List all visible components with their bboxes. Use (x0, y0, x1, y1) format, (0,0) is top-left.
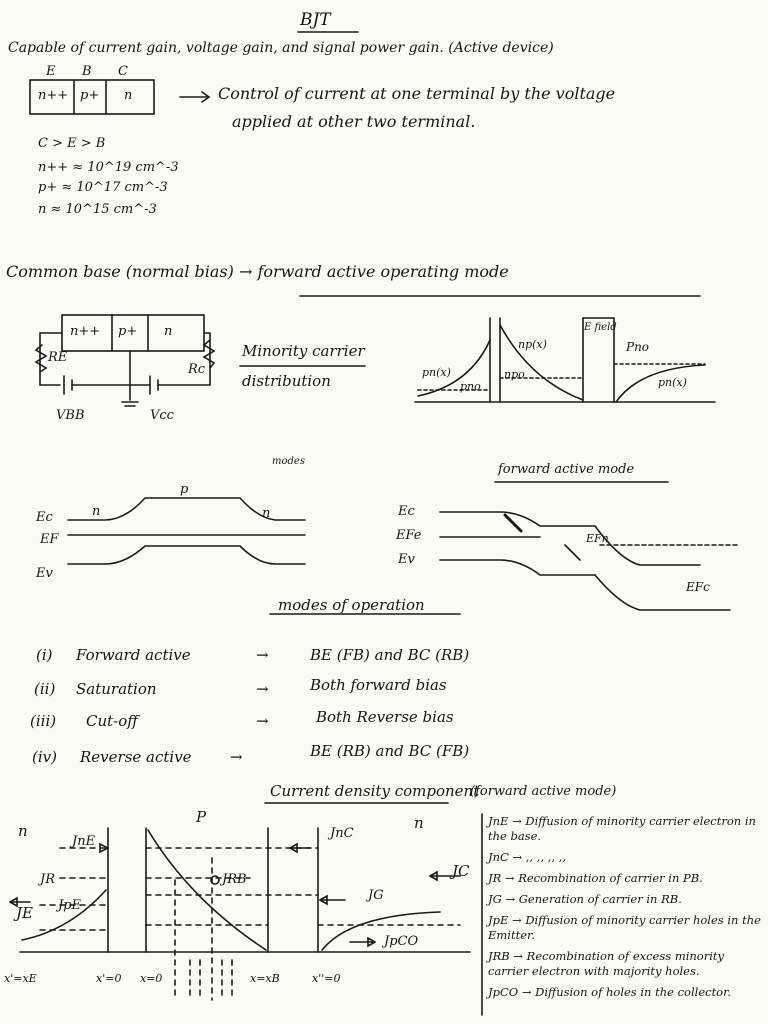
label-je: JE (16, 904, 33, 922)
legend-jnc: JnC → ,, ,, ,, ,, (488, 850, 566, 864)
circuit-region-collector: n (164, 324, 173, 339)
terminal-letter-e: E (46, 64, 56, 79)
band-left-ec: Ec (36, 510, 53, 525)
mode-1-desc: BE (FB) and BC (RB) (310, 646, 470, 664)
legend-jpe: JpE → Diffusion of minority carrier hole… (488, 913, 761, 942)
mode-4-desc: BE (RB) and BC (FB) (310, 742, 470, 760)
label-jrb: JRB (222, 872, 247, 887)
mode-1-name: Forward active (76, 646, 191, 664)
intro-line-1: Capable of current gain, voltage gain, a… (8, 40, 554, 56)
region-emitter: n++ (38, 88, 69, 103)
legend-list: JnE → Diffusion of minority carrier elec… (488, 814, 766, 1000)
dist-label-pnx-right: pn(x) (658, 376, 687, 389)
mode-4-num: (iv) (32, 748, 57, 766)
axis-x2-0: x''=0 (312, 972, 341, 985)
doping-base: p+ ≈ 10^17 cm^-3 (38, 180, 168, 195)
current-region-n-left: n (18, 822, 28, 840)
legend-jne: JnE → Diffusion of minority carrier elec… (488, 814, 756, 843)
doping-collector: n ≈ 10^15 cm^-3 (38, 202, 157, 217)
page-title: BJT (300, 10, 331, 30)
mode-4-arrow: → (230, 748, 243, 766)
doping-order: C > E > B (38, 136, 106, 151)
dist-label-efield: E field (584, 322, 617, 333)
mode-3-desc: Both Reverse bias (316, 708, 454, 726)
mode-4-name: Reverse active (80, 748, 192, 766)
band-modes-label: modes (272, 456, 305, 467)
label-jpe: JpE (58, 898, 82, 913)
current-region-p: P (196, 808, 207, 826)
band-left-n1: n (92, 504, 101, 519)
circuit-region-base: p+ (118, 324, 138, 339)
dist-label-npx: np(x) (518, 338, 547, 351)
axis-x1-0: x'=0 (96, 972, 122, 985)
mode-2-desc: Both forward bias (310, 676, 447, 694)
vbb-label: VBB (56, 408, 85, 423)
band-left-n2: n (262, 506, 271, 521)
terminal-letter-b: B (82, 64, 92, 79)
current-region-n-right: n (414, 814, 424, 832)
band-right-ec: Ec (398, 504, 415, 519)
legend-jr: JR → Recombination of carrier in PB. (488, 871, 703, 885)
label-jnc: JnC (330, 826, 354, 841)
band-left-p: p (180, 482, 189, 497)
control-line-1: Control of current at one terminal by th… (218, 84, 616, 103)
mode-2-name: Saturation (76, 680, 157, 698)
dist-label-pnx-left: pn(x) (422, 366, 451, 379)
label-jr: JR (40, 872, 55, 887)
circuit-region-emitter: n++ (70, 324, 101, 339)
vcc-label: Vcc (150, 408, 174, 423)
axis-xe: x'=xE (4, 972, 37, 985)
dist-label-pno-left: pno (460, 380, 481, 393)
region-base: p+ (80, 88, 100, 103)
current-heading: Current density component (270, 782, 480, 800)
mode-3-arrow: → (256, 712, 269, 730)
band-right-efn: EFn (586, 532, 609, 545)
band-left-ev: Ev (36, 566, 53, 581)
minority-label-2: distribution (242, 372, 331, 390)
label-jc: JC (452, 862, 470, 880)
mode-2-num: (ii) (34, 680, 56, 698)
control-line-2: applied at other two terminal. (232, 112, 476, 131)
band-right-ev: Ev (398, 552, 415, 567)
dist-label-pno-right: Pno (626, 340, 650, 354)
re-left-label: RE (48, 350, 68, 365)
band-right-efe: EFe (396, 528, 422, 543)
label-jne: JnE (72, 834, 96, 849)
axis-xb: x=xB (250, 972, 280, 985)
legend-jg: JG → Generation of carrier in RB. (488, 892, 682, 906)
minority-label-1: Minority carrier (242, 342, 365, 360)
band-right-efc: EFc (686, 580, 710, 594)
dist-label-npo: npo (504, 368, 525, 381)
band-left-ef: EF (40, 532, 59, 547)
common-base-heading: Common base (normal bias) → forward acti… (6, 262, 509, 281)
legend-jpco: JpCO → Diffusion of holes in the collect… (488, 985, 731, 999)
label-jpco: JpCO (384, 934, 419, 949)
mode-2-arrow: → (256, 680, 269, 698)
region-collector: n (124, 88, 133, 103)
mode-1-arrow: → (256, 646, 269, 664)
axis-x-0: x=0 (140, 972, 163, 985)
rc-label: Rc (188, 362, 206, 377)
label-jg: JG (368, 888, 384, 903)
legend-jrb: JRB → Recombination of excess minority c… (488, 949, 725, 978)
doping-emitter: n++ ≈ 10^19 cm^-3 (38, 160, 179, 175)
mode-3-name: Cut-off (86, 712, 138, 730)
mode-1-num: (i) (36, 646, 53, 664)
current-heading-paren: (forward active mode) (470, 784, 617, 799)
band-right-title: forward active mode (498, 462, 635, 477)
modes-heading: modes of operation (278, 596, 425, 614)
mode-3-num: (iii) (30, 712, 57, 730)
terminal-letter-c: C (118, 64, 128, 79)
